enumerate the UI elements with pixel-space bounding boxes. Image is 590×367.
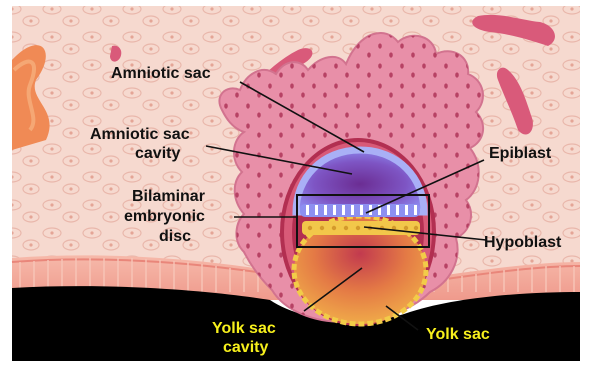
label-amniotic-sac: Amniotic sac	[111, 65, 211, 82]
label-bilaminar-line3: disc	[159, 228, 191, 245]
label-amniotic-cavity-line1: Amniotic sac	[90, 126, 190, 143]
label-yolk-sac: Yolk sac	[426, 326, 490, 343]
label-yolk-cavity-line2: cavity	[223, 339, 268, 356]
label-hypoblast: Hypoblast	[484, 234, 562, 251]
epiblast-layer	[300, 204, 420, 217]
label-bilaminar-line1: Bilaminar	[132, 188, 205, 205]
hypoblast-layer	[302, 221, 420, 235]
label-bilaminar-line2: embryonic	[124, 208, 205, 225]
label-epiblast: Epiblast	[489, 145, 552, 162]
label-amniotic-cavity-line2: cavity	[135, 145, 180, 162]
label-yolk-cavity-line1: Yolk sac	[212, 320, 276, 337]
